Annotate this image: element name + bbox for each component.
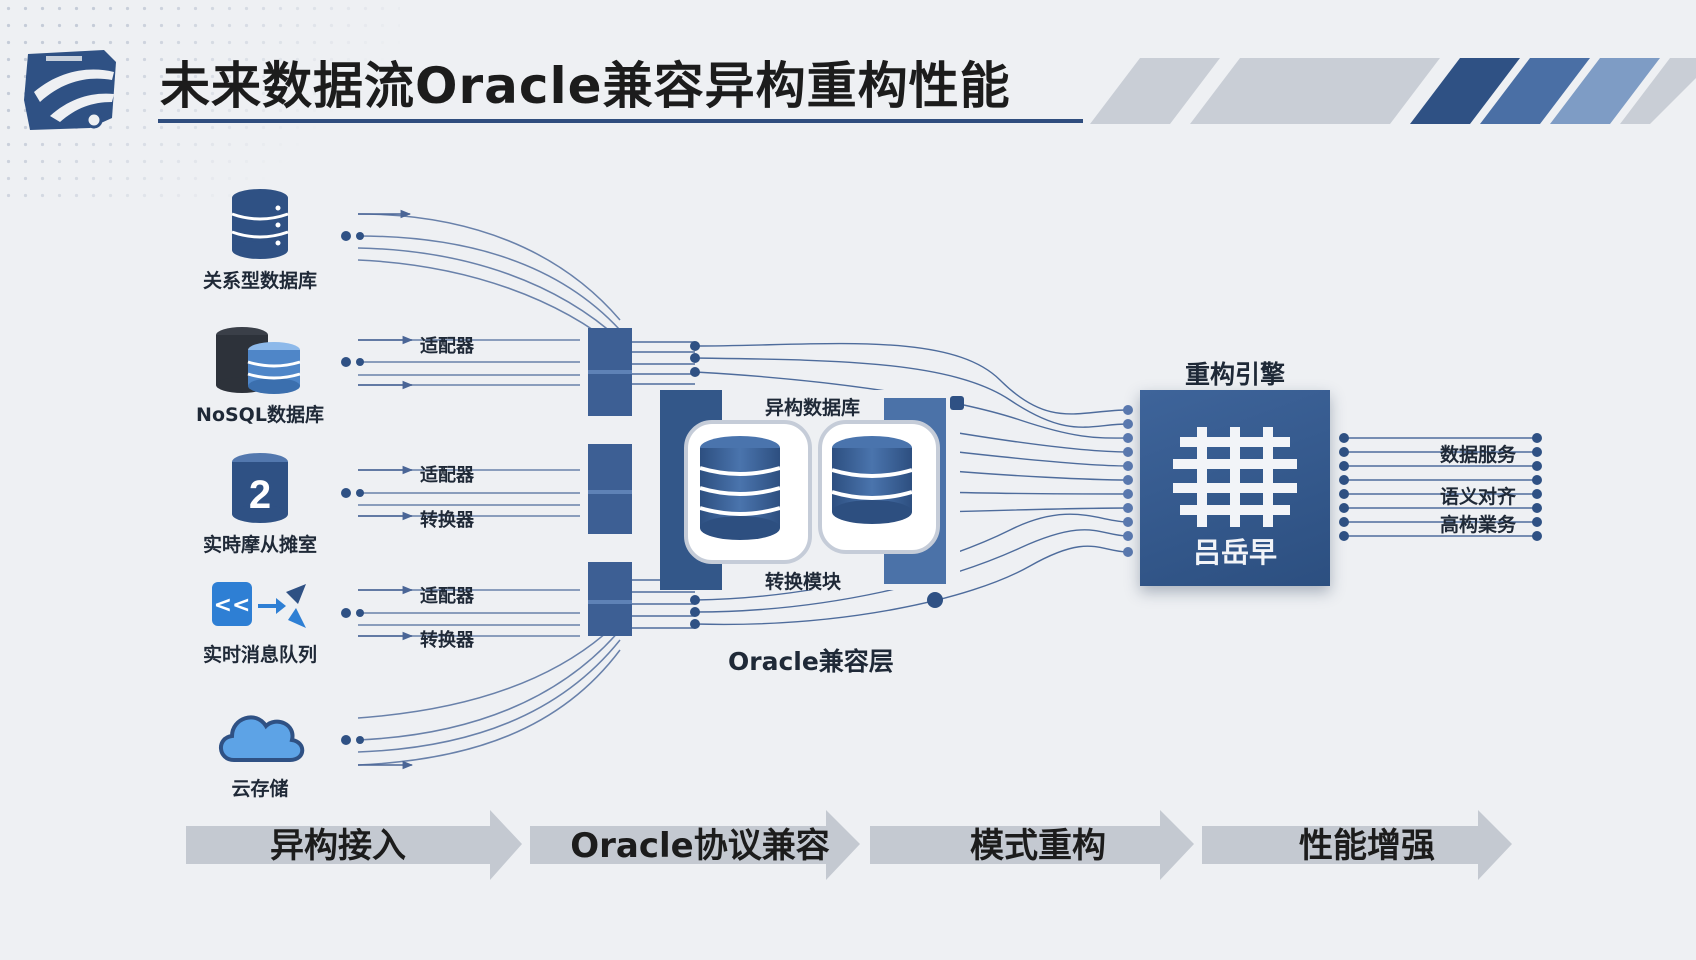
cloud-icon (219, 715, 305, 762)
step-arrow (1202, 810, 1512, 880)
step-arrow (186, 810, 522, 880)
heterogeneous-db-label: 异构数据库 (765, 397, 861, 419)
header-stripes-decoration (1090, 58, 1696, 124)
converter-module-label: 转换模块 (765, 571, 842, 593)
source-badge: << (214, 593, 251, 618)
source-nosql-db: NoSQL数据库 (170, 326, 350, 427)
logo-icon (24, 50, 116, 130)
page-title: 未来数据流Oracle兼容异构重构性能 (160, 57, 1011, 115)
source-cloud-storage: 云存储 (170, 704, 350, 801)
step-arrow (530, 810, 860, 880)
step-label: 性能增强 (1299, 826, 1435, 866)
output-data-service: 数据服务 (1440, 444, 1517, 466)
refactor-engine: 吕岳早 (1140, 390, 1330, 586)
output-semantic-alignment: 语义对齐 (1440, 486, 1517, 508)
title-underline (158, 119, 1083, 123)
step-arrow (870, 810, 1194, 880)
engine-grid-icon: 吕岳早 (1173, 427, 1297, 569)
step-label: 异构接入 (270, 826, 406, 866)
output-business: 高构業务 (1440, 514, 1517, 536)
source-label: 实時摩从摊室 (202, 534, 317, 556)
message-queue-icon: << (212, 582, 306, 628)
oracle-layer-label: Oracle兼容层 (728, 647, 894, 676)
adapter-label: 适配器 (420, 336, 474, 357)
source-relational-db: 关系型数据库 (170, 188, 350, 293)
source-label: 云存储 (231, 778, 289, 800)
source-label: NoSQL数据库 (196, 404, 324, 426)
adapter-label: 适配器 (420, 586, 474, 607)
converter-label: 转换器 (420, 630, 474, 651)
numbered-database-icon: 2 (232, 453, 288, 523)
step-label: Oracle协议兼容 (570, 826, 830, 866)
source-message-queue: << 实时消息队列 (170, 578, 350, 667)
source-badge: 2 (249, 473, 271, 517)
step-label: 模式重构 (970, 826, 1106, 866)
adapter-label: 适配器 (420, 465, 474, 486)
dual-database-icon (216, 327, 301, 394)
engine-title: 重构引擎 (1184, 360, 1285, 389)
source-realtime-db: 2 实時摩从摊室 (170, 452, 350, 557)
source-label: 实时消息队列 (202, 644, 317, 666)
source-label: 关系型数据库 (202, 270, 317, 292)
database-stack-icon (231, 189, 289, 259)
converter-label: 转换器 (420, 510, 474, 531)
engine-glyph-text: 吕岳早 (1193, 536, 1277, 569)
